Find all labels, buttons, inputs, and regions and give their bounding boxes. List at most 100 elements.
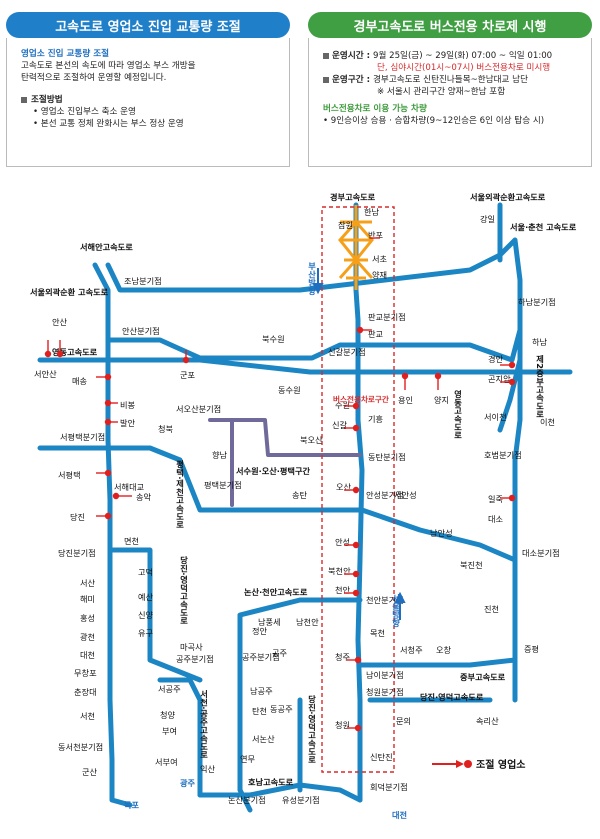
ochang-label: 오창 — [436, 645, 452, 655]
daeso-jct-label: 대소분기점 — [522, 548, 560, 558]
square-bullet-icon — [323, 76, 329, 83]
seopyeongtaek-label: 서평택 — [58, 470, 81, 480]
traffic-control-panel: 고속도로 영업소 진입 교통량 조절 영업소 진입 교통량 조절 고속도로 본선… — [6, 12, 290, 167]
hanam-jct-label: 하남분기점 — [518, 297, 556, 307]
gyeongbu-label: 경부고속도로 — [330, 192, 376, 202]
yeongdong-w-label: 영동고속도로 — [52, 347, 98, 357]
seocheon-label: 서천 — [80, 711, 95, 721]
singal-label: 신갈 — [332, 420, 348, 430]
panel-body: 운영시간 :9월 25일(금) ~ 29일(화) 07:00 ~ 익일 01:0… — [308, 38, 592, 167]
panel-body: 영업소 진입 교통량 조절 고속도로 본선의 속도에 따라 영업소 부스 개방을… — [6, 38, 290, 167]
sintanjin-label: 신탄진 — [370, 752, 393, 762]
bus-lane-box — [321, 206, 395, 773]
songak-label: 송악 — [136, 492, 152, 502]
time-note: 단, 심야시간(01시~07시) 버스전용차로 미시행 — [377, 63, 551, 73]
seoul-dir-label: 서울방향 — [391, 593, 401, 628]
nonsan-jct-label: 논산분기점 — [228, 795, 266, 805]
namseoul-label: 남풍세 — [258, 617, 281, 627]
sinyang-label: 신양 — [138, 610, 154, 620]
gongju-jct-label: 공주분기점 — [242, 652, 280, 662]
pangyo-jct-label: 판교분기점 — [368, 312, 406, 322]
yongin-label: 용인 — [398, 395, 413, 405]
section-key: 운영구간 : — [332, 75, 371, 85]
seohaean-label: 서해안고속도로 — [80, 242, 133, 252]
bus-lane-label: 버스전용차로구간 — [333, 394, 389, 404]
seoul-arrow-icon — [394, 591, 406, 620]
dangjin-label: 당진 — [70, 512, 85, 522]
balan-label: 발안 — [120, 418, 136, 428]
yuseong-jct-label: 유성분기점 — [282, 795, 320, 805]
hannam-label: 한남 — [364, 207, 380, 217]
seohaean-line — [92, 262, 133, 808]
godeok-label: 고덕 — [138, 567, 153, 577]
joam-jct-label: 조남분기점 — [124, 276, 162, 286]
daecheon-label: 대천 — [80, 650, 95, 660]
control-tollgates — [44, 237, 516, 732]
suwon-osan-line — [208, 418, 362, 457]
dangjin-yeongdeok-label: 당진·영덕고속도로 — [179, 555, 189, 625]
dangjin-south-label: 당진·영덕고속도로 — [307, 694, 317, 764]
seohaedaegyo-label: 서해대교 — [114, 482, 145, 492]
jeungpyeong-label: 증평 — [524, 644, 539, 654]
bus-lane-lines — [338, 205, 374, 290]
dongtan-jct-label: 동탄분기점 — [368, 452, 406, 462]
songtan-label: 송탄 — [292, 490, 308, 500]
birong-label: 비봉 — [120, 400, 136, 410]
bukbu-label: 북수원 — [262, 334, 285, 344]
bukcheonan-label: 북천안 — [328, 566, 351, 576]
busan-dir-label: 부산방향 — [307, 262, 317, 296]
jungbu-line — [512, 327, 523, 703]
ansan-label: 안산 — [52, 317, 68, 327]
osan-label: 오산 — [336, 482, 352, 492]
donggongju-label: 동공주 — [270, 704, 293, 714]
icheon-label: 이천 — [540, 417, 555, 427]
tancheon-label: 탄천 — [252, 706, 267, 716]
dongsuwon-label: 동수원 — [278, 385, 301, 395]
seocheon-gongju-line — [157, 677, 203, 798]
hyangnam-label: 향남 — [212, 450, 228, 460]
jeongan-label: 정안 — [252, 626, 268, 636]
hanam-label: 하남 — [532, 337, 548, 347]
gunsan-label: 군산 — [82, 767, 98, 777]
songnisan-label: 속리산 — [476, 716, 499, 726]
suwon-osan-label: 서수원·오산·평택구간 — [236, 466, 310, 476]
masa-label: 마곡사 — [180, 642, 203, 652]
cheongyang-label: 청양 — [160, 710, 176, 720]
dangjin-east-label: 당진·영덕고속도로 — [420, 692, 484, 702]
namanseong-label: 남안성 — [430, 528, 453, 538]
jincheon-label: 진천 — [484, 604, 499, 614]
seoanseong-label: 서안성 — [394, 490, 417, 500]
method-heading: 조절방법 — [31, 95, 63, 105]
seocheongju-label: 서청주 — [400, 645, 423, 655]
legend-label: 조절 영업소 — [476, 758, 525, 771]
panel-title: 고속도로 영업소 진입 교통량 조절 — [6, 12, 290, 38]
cheonan-jct-label: 천안분기점 — [366, 595, 404, 605]
busan-arrow-icon — [312, 268, 324, 295]
namcheonan-label: 남천안 — [296, 617, 319, 627]
time-key: 운영시간 : — [332, 51, 371, 61]
cheongju-label: 청주 — [335, 652, 351, 662]
yangjae-label: 양재 — [372, 270, 387, 280]
method-item: • 영업소 진입부스 축소 운영 — [33, 107, 136, 117]
section-value: 경부고속도로 신탄진나들목~한남대교 남단 — [373, 75, 528, 85]
chunjang-label: 춘장대 — [74, 687, 97, 697]
legend-dot-icon — [464, 760, 472, 768]
gwangcheon-label: 광천 — [80, 632, 95, 642]
myeoncheon-label: 면천 — [124, 536, 139, 546]
seobuyeo-label: 서부여 — [155, 757, 178, 767]
pyeongtaek-jct-label: 평택분기점 — [204, 480, 242, 490]
yeonmu-label: 연무 — [240, 754, 256, 764]
eligible-value: • 9인승이상 승용 · 승합차량(9~12인승은 6인 이상 탑승 시) — [323, 116, 545, 126]
anseong-label: 안성 — [335, 537, 350, 547]
yeongdong-e-label: 영동고속도로 — [453, 389, 463, 439]
yugu-label: 유구 — [138, 628, 154, 638]
outer-ring-line — [105, 237, 523, 363]
dongseocheon-jct-label: 동서천분기점 — [58, 742, 103, 752]
yesan-label: 예산 — [138, 592, 154, 602]
cheongbuk-label: 청북 — [158, 424, 174, 434]
square-bullet-icon — [21, 96, 27, 103]
ilchuk-label: 일죽 — [488, 494, 504, 504]
cheongwon-jct-label: 청원분기점 — [366, 687, 404, 697]
ansan-jct-label: 안산분기점 — [122, 326, 160, 336]
legend: 조절 영업소 — [432, 758, 525, 771]
